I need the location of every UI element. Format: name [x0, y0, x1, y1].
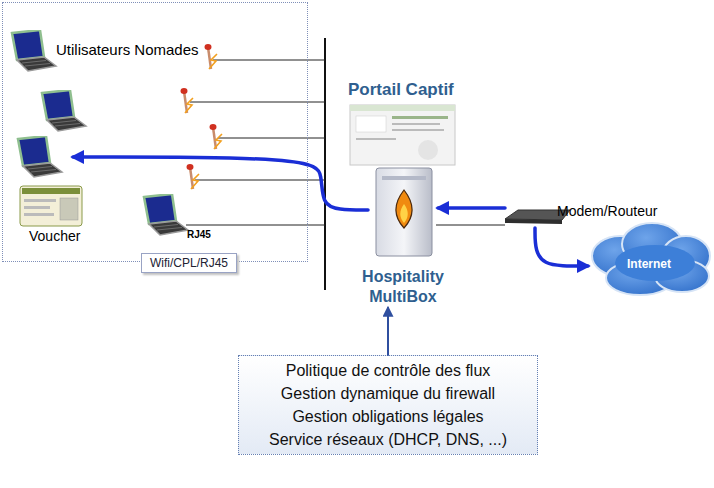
link-wire — [436, 225, 505, 226]
server-case — [376, 168, 432, 256]
server-box: Hospitality MultiBox — [368, 165, 438, 308]
voucher-line — [24, 213, 54, 216]
cloud-label: Internet — [588, 257, 710, 271]
user-zone: Utilisateurs NomadesWifi/CPL/RJ45Voucher — [2, 2, 308, 262]
laptop-icon — [144, 194, 188, 235]
modem-front — [505, 219, 562, 224]
voucher-label: Voucher — [29, 228, 80, 244]
laptop-icon — [42, 90, 86, 131]
laptop-icon — [18, 136, 62, 177]
captive-portal: Portail Captif — [345, 80, 460, 166]
voucher-line — [24, 206, 50, 209]
flow-arrow — [387, 308, 389, 355]
link-wire — [186, 225, 325, 226]
screenshot-line — [392, 123, 440, 125]
voucher-card — [20, 186, 82, 226]
feature-line: Service réseaux (DHCP, DNS, ...) — [269, 428, 507, 451]
modem-router: Modem/Routeur — [505, 203, 700, 228]
link-wire — [213, 60, 325, 61]
access-types: Wifi/CPL/RJ45 — [141, 253, 237, 273]
server-slot — [382, 176, 426, 180]
voucher-user: Voucher — [9, 131, 73, 243]
feature-line: Gestion obligations légales — [292, 405, 483, 428]
voucher-line — [24, 199, 56, 202]
laptop-icon — [12, 30, 56, 71]
screenshot-frame — [350, 105, 455, 165]
feature-line: Politique de contrôle des flux — [286, 359, 491, 382]
features-box: Politique de contrôle des fluxGestion dy… — [238, 355, 538, 455]
link-wire — [195, 180, 325, 181]
voucher-card — [20, 186, 82, 226]
screenshot-panel — [356, 116, 386, 132]
flow-arrow — [438, 206, 505, 210]
antenna-icon — [181, 88, 194, 113]
zone-title: Utilisateurs Nomades — [56, 41, 199, 58]
modem-label: Modem/Routeur — [557, 203, 657, 219]
link-wire — [190, 102, 325, 103]
network-bus — [324, 38, 326, 290]
flow-arrow — [535, 228, 588, 266]
screenshot-line — [392, 129, 444, 131]
link-wire — [218, 138, 325, 139]
internet-cloud: Internet — [588, 228, 710, 300]
flame-logo — [396, 190, 413, 228]
server-name: Hospitality MultiBox — [343, 267, 463, 307]
screenshot-bar — [350, 105, 455, 111]
portal-screenshot — [350, 105, 455, 165]
antenna-icon — [187, 164, 200, 189]
screenshot-line — [392, 116, 448, 119]
antenna-icon — [205, 44, 218, 69]
screenshot-logo — [418, 140, 438, 160]
flow-arrow — [73, 157, 368, 210]
port-label: RJ45 — [187, 229, 211, 240]
server-icon — [376, 168, 432, 256]
voucher-image — [60, 198, 78, 220]
screenshot-line — [356, 138, 396, 140]
feature-line: Gestion dynamique du firewall — [281, 382, 495, 405]
antenna-icon — [210, 124, 223, 149]
portal-title: Portail Captif — [348, 80, 454, 100]
flame-core — [400, 204, 408, 223]
voucher-band — [22, 188, 80, 194]
